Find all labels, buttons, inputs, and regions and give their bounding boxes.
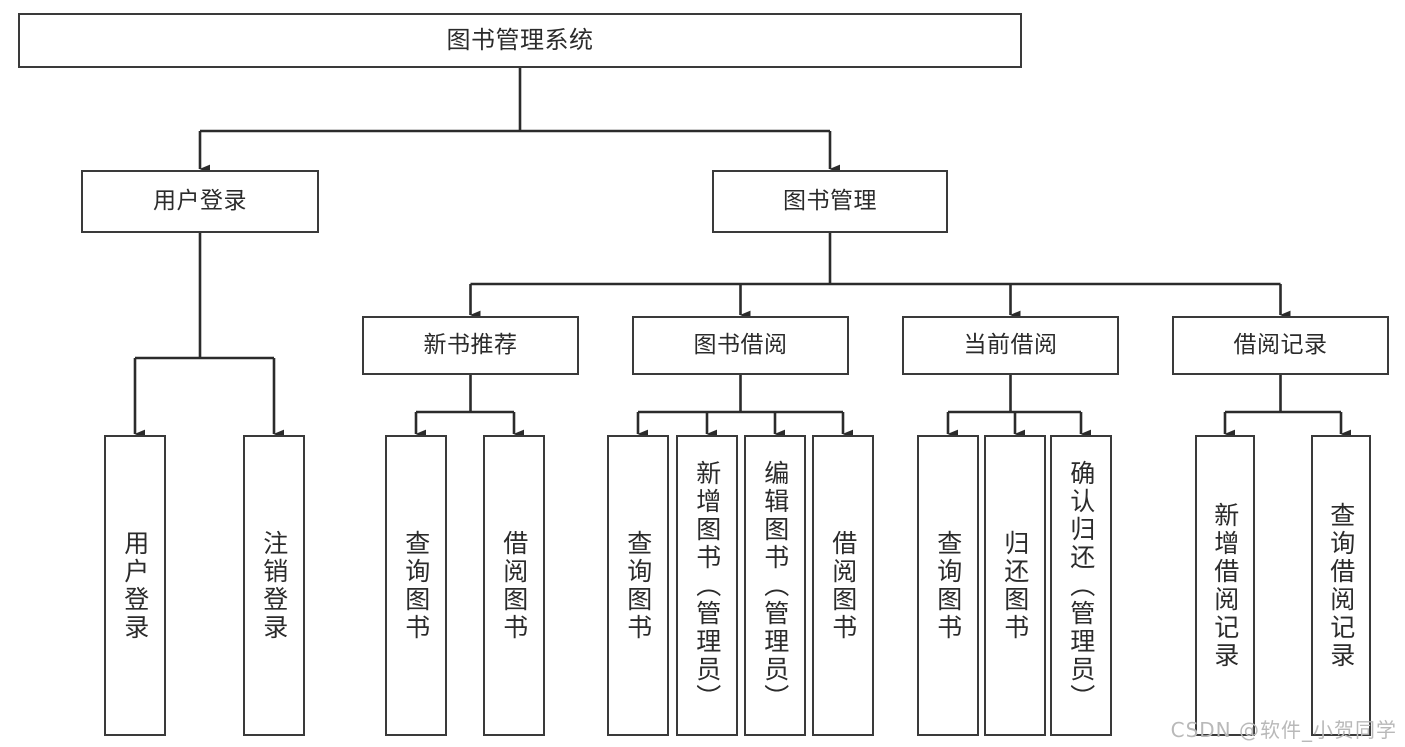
node-leaf-query-record[interactable]: 查询借阅记录 <box>1311 435 1371 736</box>
node-label: 借阅图书 <box>499 529 529 642</box>
node-label: 归还图书 <box>1000 529 1030 642</box>
node-leaf-borrow-book-2[interactable]: 借阅图书 <box>812 435 874 736</box>
node-label: 确认归还（管理员） <box>1066 459 1096 712</box>
node-leaf-query-book-3[interactable]: 查询图书 <box>917 435 979 736</box>
node-label: 图书管理系统 <box>446 26 594 55</box>
node-label: 借阅记录 <box>1233 331 1328 358</box>
node-label: 注销登录 <box>259 529 289 642</box>
node-label: 借阅图书 <box>828 529 858 642</box>
node-leaf-user-logout[interactable]: 注销登录 <box>243 435 305 736</box>
node-leaf-query-book-2[interactable]: 查询图书 <box>607 435 669 736</box>
node-label: 查询图书 <box>933 529 963 642</box>
node-borrow-record[interactable]: 借阅记录 <box>1172 316 1389 375</box>
node-leaf-query-book-1[interactable]: 查询图书 <box>385 435 447 736</box>
node-root[interactable]: 图书管理系统 <box>18 13 1022 68</box>
node-label: 图书管理 <box>783 187 877 214</box>
node-book-borrow[interactable]: 图书借阅 <box>632 316 849 375</box>
node-leaf-confirm-return[interactable]: 确认归还（管理员） <box>1050 435 1112 736</box>
node-leaf-user-login[interactable]: 用户登录 <box>104 435 166 736</box>
node-label: 新增图书（管理员） <box>692 459 722 712</box>
node-label: 查询图书 <box>401 529 431 642</box>
node-label: 新增借阅记录 <box>1210 501 1240 670</box>
node-leaf-edit-book[interactable]: 编辑图书（管理员） <box>744 435 806 736</box>
node-label: 查询图书 <box>623 529 653 642</box>
node-leaf-add-book[interactable]: 新增图书（管理员） <box>676 435 738 736</box>
node-leaf-add-record[interactable]: 新增借阅记录 <box>1195 435 1255 736</box>
node-label: 用户登录 <box>153 187 247 214</box>
node-book-manage[interactable]: 图书管理 <box>712 170 948 233</box>
node-leaf-borrow-book-1[interactable]: 借阅图书 <box>483 435 545 736</box>
node-label: 用户登录 <box>120 529 150 642</box>
node-label: 当前借阅 <box>963 331 1058 358</box>
node-user-login[interactable]: 用户登录 <box>81 170 319 233</box>
node-label: 查询借阅记录 <box>1326 501 1356 670</box>
connector-paths <box>133 68 1352 439</box>
node-current-borrow[interactable]: 当前借阅 <box>902 316 1119 375</box>
node-label: 图书借阅 <box>693 331 788 358</box>
node-new-book-recommend[interactable]: 新书推荐 <box>362 316 579 375</box>
csdn-watermark: CSDN @软件_小贺同学 <box>1170 718 1397 742</box>
node-label: 编辑图书（管理员） <box>760 459 790 712</box>
node-label: 新书推荐 <box>423 331 518 358</box>
node-leaf-return-book[interactable]: 归还图书 <box>984 435 1046 736</box>
